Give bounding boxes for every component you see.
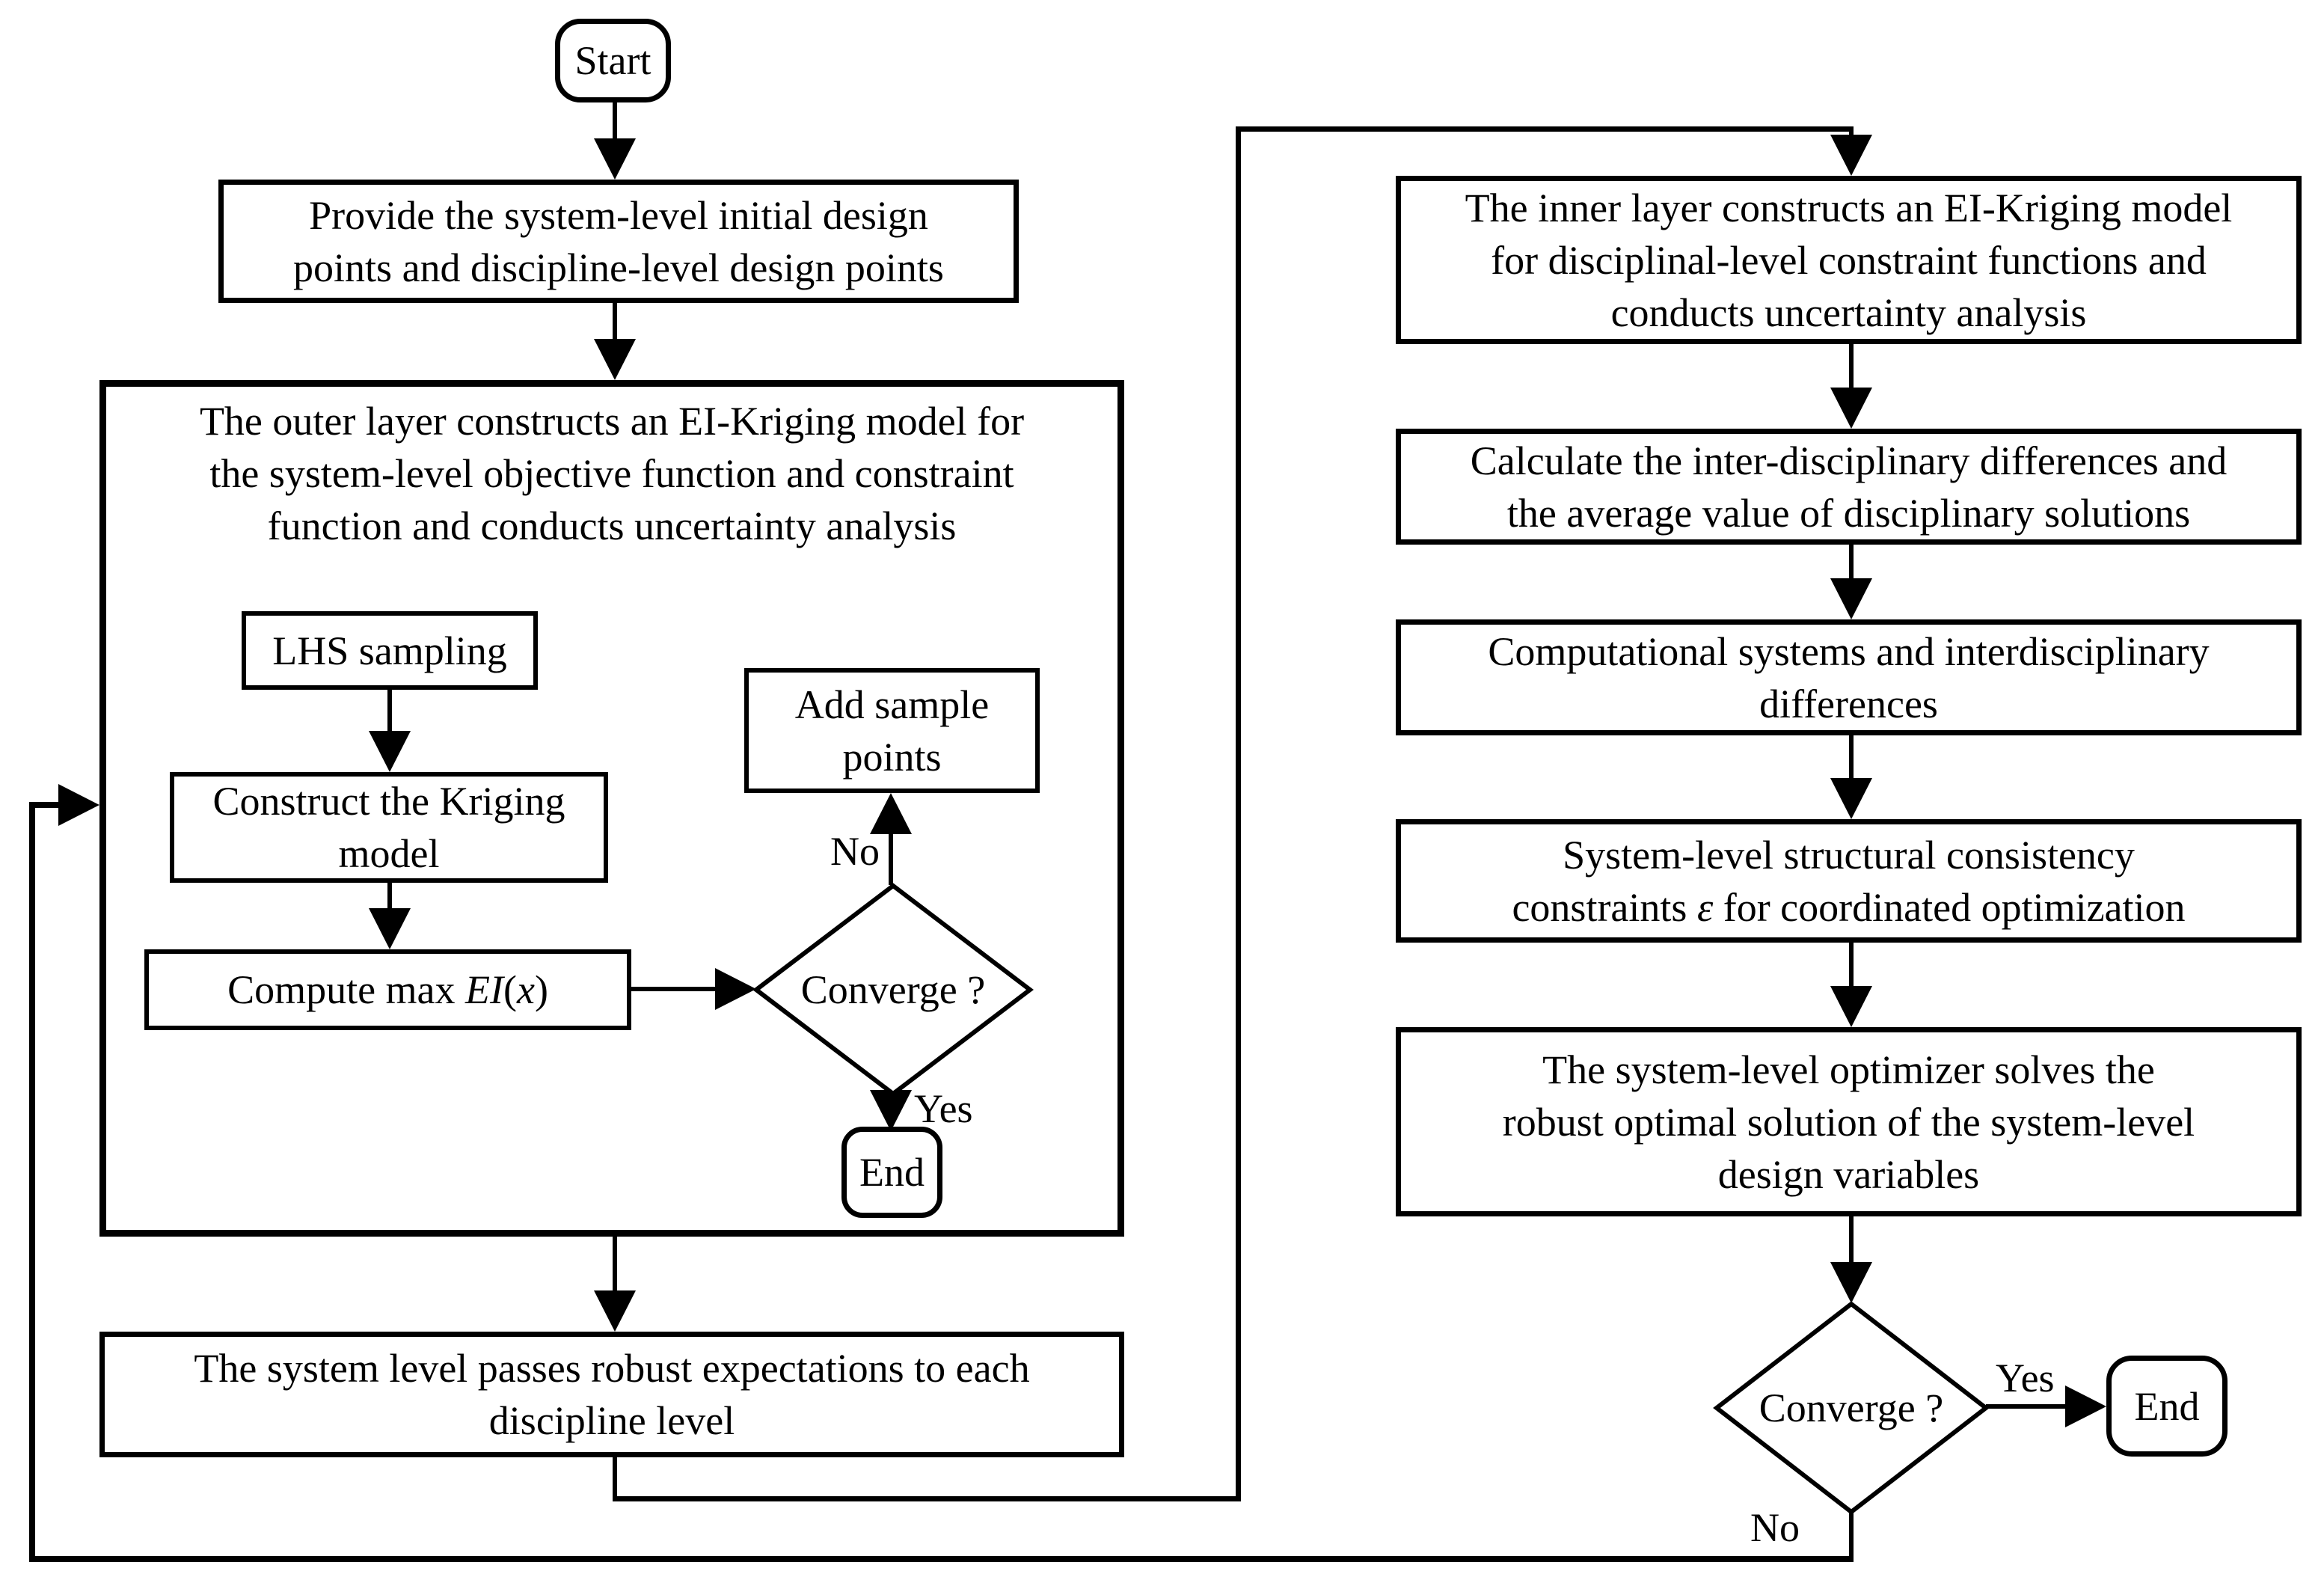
outer-layer-caption: The outer layer constructs an EI-Kriging…: [199, 399, 1025, 548]
node-end-inner: End: [841, 1127, 942, 1218]
arrowhead-calculate-computational: [1830, 578, 1872, 619]
connector-start-provide: [613, 102, 617, 140]
connector-converge-addsample: [889, 833, 893, 885]
arrowhead-provide-outer: [594, 339, 636, 380]
node-provide-design-points: Provide the system-level initial design …: [218, 180, 1019, 303]
label-no-system: No: [1750, 1505, 1800, 1550]
connector-compute-converge: [631, 987, 720, 991]
arrowhead-converge-endinner: [870, 1090, 912, 1131]
connector-converge-endsystem: [1986, 1404, 2068, 1409]
end-system-label: End: [2134, 1383, 2200, 1429]
arrowhead-outer-passes: [594, 1290, 636, 1332]
connector-into-innerlayer: [1849, 129, 1854, 139]
decision-converge-system-label: Converge ?: [1759, 1385, 1944, 1430]
arrowhead-optimizer-converge: [1830, 1262, 1872, 1303]
label-yes-inner: Yes: [914, 1086, 973, 1131]
connector-passes-horizontal: [613, 1496, 1241, 1501]
arrowhead-consistency-optimizer: [1830, 986, 1872, 1027]
arrowhead-converge-endsystem: [2065, 1385, 2106, 1427]
label-no-inner: No: [830, 829, 880, 874]
node-compute-max-ei: Compute max EI(x): [144, 949, 631, 1030]
node-inner-layer: The inner layer constructs an EI-Kriging…: [1396, 176, 2302, 344]
node-lhs-sampling: LHS sampling: [242, 611, 538, 690]
end-inner-label: End: [859, 1150, 925, 1195]
decision-converge-inner-diamond: [752, 883, 1034, 1097]
connector-consistency-optimizer: [1849, 943, 1854, 987]
node-consistency-constraints: System-level structural consistency cons…: [1396, 819, 2302, 943]
arrowhead-into-innerlayer: [1830, 135, 1872, 176]
node-end-system: End: [2106, 1356, 2228, 1457]
node-system-passes: The system level passes robust expectati…: [99, 1332, 1124, 1457]
arrowhead-inner-calculate: [1830, 388, 1872, 429]
connector-lhs-construct: [387, 690, 392, 733]
node-system-optimizer: The system-level optimizer solves the ro…: [1396, 1027, 2302, 1216]
node-add-sample-points: Add sample points: [744, 668, 1040, 793]
arrowhead-construct-compute: [369, 908, 411, 949]
decision-converge-system-diamond: [1713, 1301, 1990, 1515]
connector-passes-drop: [613, 1457, 617, 1501]
node-computational-systems: Computational systems and interdisciplin…: [1396, 619, 2302, 735]
arrowhead-computational-consistency: [1830, 778, 1872, 819]
start-label: Start: [574, 38, 651, 83]
connector-calculate-computational: [1849, 545, 1854, 580]
connector-inner-calculate: [1849, 344, 1854, 389]
connector-feedback-into-outer: [29, 802, 63, 808]
node-start: Start: [555, 19, 671, 102]
arrowhead-lhs-construct: [369, 731, 411, 772]
connector-left-spine: [29, 802, 35, 1562]
arrowhead-converge-addsample: [870, 793, 912, 834]
connector-outer-passes: [613, 1237, 617, 1292]
connector-right-spine: [1236, 126, 1241, 1501]
connector-computational-consistency: [1849, 735, 1854, 780]
connector-construct-compute: [387, 883, 392, 910]
label-yes-system: Yes: [1996, 1356, 2055, 1400]
node-calculate-differences: Calculate the inter-disciplinary differe…: [1396, 429, 2302, 545]
arrowhead-feedback-into-outer: [58, 784, 99, 826]
connector-optimizer-converge: [1849, 1216, 1854, 1264]
decision-converge-inner-label: Converge ?: [800, 967, 986, 1012]
node-construct-kriging: Construct the Kriging model: [170, 772, 608, 883]
connector-no-drop: [1849, 1510, 1854, 1561]
connector-provide-outer: [613, 303, 617, 340]
connector-top-horizontal: [1236, 126, 1854, 132]
arrowhead-compute-converge: [715, 968, 756, 1010]
connector-bottom-feedback: [29, 1556, 1854, 1562]
arrowhead-start-provide: [594, 138, 636, 180]
